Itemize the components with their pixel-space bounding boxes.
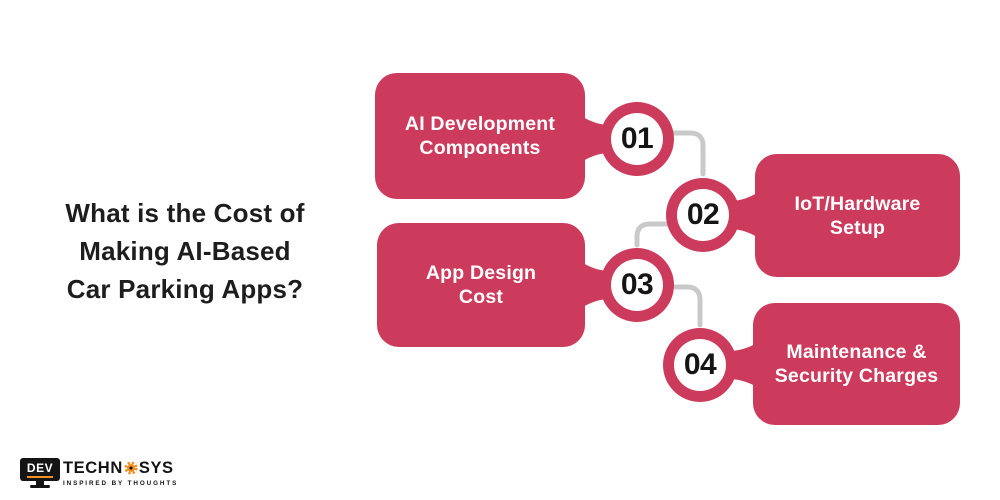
step-card-ai-development: AI Development Components [375,73,585,199]
elbow-connector-1-2 [669,130,706,177]
step-card-label: Setup [829,216,886,239]
step-number-badge-1: 01 [600,102,674,176]
logo-dev-text: DEV [26,462,54,478]
logo-brand-left: TECHN [63,459,123,477]
monitor-stand [36,481,44,485]
step-card-iot-hardware: IoT/Hardware Setup [755,154,960,277]
step-card-label: App Design [425,262,537,284]
step-card-label: Maintenance & [786,341,927,363]
step-number: 02 [677,189,729,241]
title-line-3: Car Parking Apps? [66,274,304,304]
gear-icon [124,461,138,475]
step-card-label: Components [419,137,541,159]
page-title: What is the Cost of Making AI-Based Car … [34,194,336,308]
elbow-connector-3-4 [672,284,703,328]
step-card-label: IoT/Hardware [794,192,921,215]
step-number-badge-2: 02 [666,178,740,252]
monitor-icon: DEV [20,458,60,488]
monitor-base [30,485,50,488]
step-number-badge-3: 03 [600,248,674,322]
title-line-1: What is the Cost of [65,198,305,228]
step-card-maintenance: Maintenance & Security Charges [753,303,960,425]
title-line-2: Making AI-Based [79,236,291,266]
monitor-screen: DEV [20,458,60,481]
logo-brand-name: TECHN SYS [63,460,178,477]
logo-tagline: INSPIRED BY THOUGHTS [63,479,179,487]
step-number-badge-4: 04 [663,328,737,402]
step-card-label: Security Charges [774,365,939,387]
step-number: 04 [674,339,726,391]
devtechnosys-logo: DEV TECHN SYS INSPIRED BY THOUGHTS [20,458,178,488]
step-number: 01 [611,113,663,165]
elbow-connector-2-3 [634,221,670,248]
step-card-label: AI Development [404,113,556,135]
step-number: 03 [611,259,663,311]
step-card-label: Cost [458,286,504,308]
step-card-app-design: App Design Cost [377,223,585,347]
logo-brand-right: SYS [138,459,174,477]
